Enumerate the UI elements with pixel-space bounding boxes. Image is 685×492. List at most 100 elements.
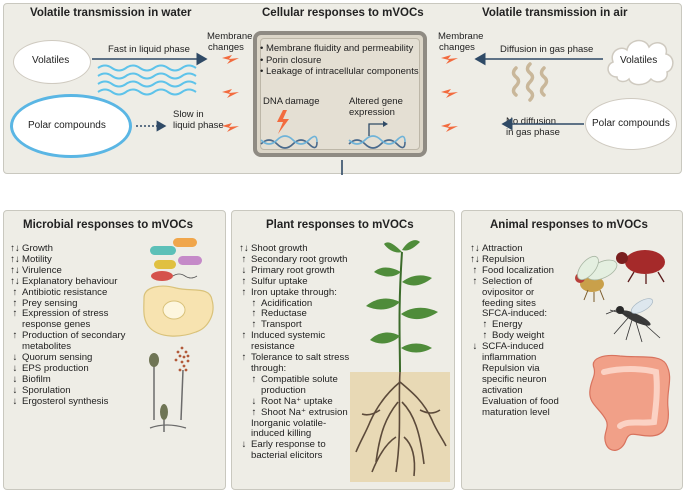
microbial-item: ↑Prey sensing <box>8 297 125 310</box>
microbial-item: ↓Biofilm <box>8 373 125 386</box>
volatiles-right-label: Volatiles <box>620 55 658 66</box>
trend-arrow: ↓ <box>241 439 247 451</box>
microbial-item-text: response genes <box>22 319 91 331</box>
microbial-item-text: Production of secondary <box>22 330 126 342</box>
diffusion-label: Diffusion in gas phase <box>500 44 594 55</box>
plant-item-text: Acidification <box>261 297 313 309</box>
trend-arrow: ↑ <box>241 275 247 287</box>
trend-arrow: ↑ <box>251 297 257 309</box>
plant-item-text: Secondary root growth <box>251 253 348 265</box>
plant-item: ↓Primary root growth <box>237 264 349 277</box>
trend-arrow: ↑ <box>482 319 488 331</box>
plant-item: ↑Transport <box>237 319 349 331</box>
animal-item: ↓SCFA-induced <box>468 341 559 353</box>
plant-item-text: Reductase <box>261 308 307 320</box>
trend-arrow: ↑↓ <box>239 243 249 254</box>
animal-item-text: inflammation <box>482 352 537 364</box>
microbial-item: metabolites <box>8 341 125 353</box>
trend-arrow: ↓ <box>12 362 18 374</box>
plant-item-text: Transport <box>261 319 302 331</box>
microbial-item: ↑ Production of secondary <box>8 330 126 342</box>
trend-arrow: ↑ <box>251 308 257 320</box>
microbial-item-text: Growth <box>22 243 53 254</box>
plant-item-text: Compatible solute <box>261 373 338 385</box>
dna-damage-label: DNA damage <box>263 96 320 107</box>
trend-arrow: ↑↓ <box>10 243 20 254</box>
animal-title: Animal responses to mVOCs <box>490 219 648 231</box>
animal-item: specific neuron <box>468 373 559 386</box>
water-waves <box>97 64 197 96</box>
microbial-item-text: Ergosterol synthesis <box>22 395 109 407</box>
plant-item: ↑Compatible solute <box>237 373 349 386</box>
plant-item: ↑ Reductase <box>237 308 349 320</box>
trend-arrow: ↑ <box>251 406 257 418</box>
microbial-item-text: Biofilm <box>22 373 51 385</box>
connector-lines <box>341 160 343 175</box>
air-title: Volatile transmission in air <box>482 7 628 19</box>
slow-label-2: liquid phase <box>173 120 224 131</box>
plant-item-text: Shoot Na⁺ extrusion <box>261 406 348 418</box>
microbial-item-text: EPS production <box>22 362 89 374</box>
microbial-item: ↑↓Growth <box>8 243 125 255</box>
trend-arrow: ↑↓ <box>470 243 480 254</box>
trend-arrow: ↑↓ <box>10 253 20 265</box>
water-title: Volatile transmission in water <box>30 7 192 19</box>
animal-item-text: maturation level <box>482 406 550 418</box>
trend-arrow: ↑↓ <box>10 264 20 276</box>
microbial-item: ↓ EPS production <box>8 362 125 375</box>
plant-title: Plant responses to mVOCs <box>266 219 414 231</box>
microbial-item: ↑↓Explanatory behaviour <box>8 275 125 288</box>
no-diffusion-2: in gas phase <box>506 127 560 138</box>
membrane-right-2: changes <box>439 42 475 53</box>
microbial-item-text: Explanatory behaviour <box>22 275 118 287</box>
animal-item-text: feeding sites <box>482 297 536 309</box>
microbial-item: ↑↓Virulence <box>8 264 125 277</box>
trend-arrow: ↑ <box>241 330 247 342</box>
plant-item: ↑Sulfur uptake <box>237 275 349 288</box>
trend-arrow: ↑ <box>482 330 488 342</box>
plant-item-text: Shoot growth <box>251 243 308 254</box>
membrane-left-1: Membrane <box>207 31 253 42</box>
plant-item: through: <box>237 363 349 375</box>
animal-item: Repulsion via <box>468 362 559 375</box>
plant-item: Inorganic volatile- <box>237 417 349 430</box>
animal-item: ↑↓Repulsion <box>468 254 559 266</box>
trend-arrow: ↓ <box>241 264 247 276</box>
plant-item: ↑Iron uptake through: <box>237 287 349 299</box>
no-diffusion-1: No diffusion <box>506 116 556 127</box>
animal-item: maturation level <box>468 406 559 419</box>
microbial-item-text: Prey sensing <box>22 297 78 309</box>
animal-item-text: Repulsion via <box>482 362 540 374</box>
plant-item-text: Inorganic volatile- <box>251 417 327 429</box>
plant-item-text: Induced systemic <box>251 330 326 342</box>
animal-item: ovipositor or <box>468 287 559 299</box>
animal-item: activation <box>468 385 559 397</box>
altered-label-2: expression <box>349 107 395 118</box>
trend-arrow: ↑ <box>472 264 478 276</box>
microbial-title: Microbial responses to mVOCs <box>23 219 193 231</box>
animal-item: ↑↓Attraction <box>468 243 559 255</box>
animal-item-text: SCFA-induced <box>482 341 544 353</box>
animal-item-text: specific neuron <box>482 373 547 385</box>
plant-item-text: induced killing <box>251 428 312 440</box>
animal-item: feeding sites <box>468 297 559 310</box>
plant-item-text: Tolerance to salt stress <box>251 352 350 364</box>
plant-item-text: production <box>261 384 306 396</box>
trend-arrow: ↓ <box>12 384 18 396</box>
trend-arrow: ↓ <box>251 395 257 407</box>
plant-item: resistance <box>237 341 349 353</box>
trend-arrow: ↑ <box>472 275 478 287</box>
plant-item: ↑↓Shoot growth <box>237 243 349 255</box>
trend-arrow: ↑ <box>12 330 18 342</box>
microbial-item: ↑Expression of stress <box>8 308 125 320</box>
animal-item-text: Attraction <box>482 243 523 254</box>
animal-item-text: Energy <box>492 319 523 331</box>
membrane-flashes-right <box>441 55 458 132</box>
trend-arrow: ↓ <box>12 395 18 407</box>
plant-item: bacterial elicitors <box>237 450 349 462</box>
plant-item: ↑ Shoot Na⁺ extrusion <box>237 406 349 419</box>
cell-bullet-1: Membrane fluidity and permeability <box>260 43 419 55</box>
plant-item-text: resistance <box>251 341 295 353</box>
plant-item: ↓Early response to <box>237 439 349 451</box>
trend-arrow: ↑ <box>241 352 247 364</box>
